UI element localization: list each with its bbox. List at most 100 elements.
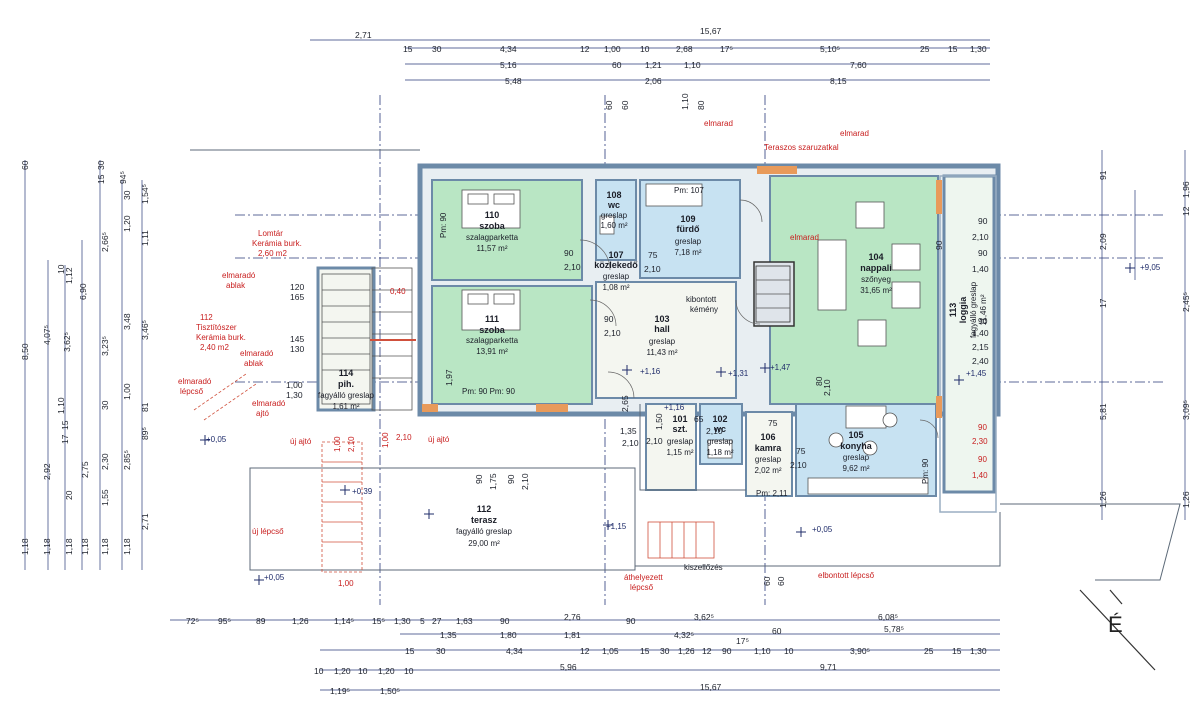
bottom_dims-row1-10-label: 90: [500, 616, 510, 626]
top_dims-row3-0-label: 5,16: [500, 60, 517, 70]
labels-pm107-label: Pm: 107: [674, 186, 704, 195]
notes-lepcso_1-label: elmaradó: [178, 377, 212, 386]
bottom_dims-row3-2-label: 4,34: [506, 646, 523, 656]
labels-lvl_116b-label: +1,16: [664, 403, 685, 412]
openings-w3-label: 90: [604, 314, 614, 324]
right_dims-col1-1-label: 2,09: [1098, 233, 1108, 250]
bottom_dims-row1-2-label: 89: [256, 616, 266, 626]
wood-strip-5: [422, 404, 438, 412]
rooms-7-area-label: 11,46 m²: [979, 294, 988, 325]
right_dims-col3-2-label: 1,26: [1181, 491, 1191, 508]
rooms-4-floor-label: greslap: [603, 272, 630, 281]
bottom_dims-row3-11-label: 10: [784, 646, 794, 656]
bottom_dims-row1-4-label: 1,14⁵: [334, 616, 354, 626]
notes-elmarad_top-label: elmarad: [704, 119, 733, 128]
labels-lvl_147-label: +1,47: [770, 363, 791, 372]
rooms-8-num-label: 114: [339, 368, 354, 378]
top_dims-row2-9-label: 25: [920, 44, 930, 54]
rooms-2-name-label: wc: [607, 200, 620, 210]
openings-w41-label: 1,00: [338, 579, 354, 588]
openings-w37-label: 145: [290, 334, 304, 344]
openings-w9-label: 90: [978, 248, 988, 258]
room-101-fill: [645, 403, 697, 491]
openings-w42-label: 60: [762, 576, 772, 586]
marker-labels: Pm: 90 Pm: 90 Pm: 90 Pm: 107 Pm: 2,11 Pm…: [206, 186, 1161, 582]
openings-w4-label: 2,10: [604, 328, 621, 338]
room-labels: 110 szoba szalagparketta 11,57 m² 111 sz…: [318, 190, 988, 548]
bottom_dims-row4-5-label: 5,96: [560, 662, 577, 672]
bottom_dims-row4-0-label: 10: [314, 666, 324, 676]
openings-w36-label: 165: [290, 292, 304, 302]
openings-w1-label: 90: [564, 248, 574, 258]
rooms-9-area-label: 1,15 m²: [666, 448, 693, 457]
left_dims-col7-2-label: 3,46⁵: [140, 320, 150, 340]
openings-w46-label: 0,40: [390, 287, 406, 296]
openings-w17-label: 90: [978, 455, 987, 464]
openings-w44-label: 2,65: [620, 395, 630, 412]
bottom_dims-row2-4-label: 60: [772, 626, 782, 636]
room-hall-fill: [595, 281, 737, 399]
bottom_dims-row1-13-label: 3,62⁵: [694, 612, 714, 622]
bottom_dims-row1-5-label: 15⁵: [372, 616, 385, 626]
notes-kiszellozes-label: kiszellőzés: [684, 563, 723, 572]
left_dims-col7-3-label: 81: [140, 402, 150, 412]
notes-ablak_1-label: elmaradó: [222, 271, 256, 280]
left_dims-col2-2-label: 1,18: [42, 538, 52, 555]
top_dims-row2-0-label: 15: [403, 44, 413, 54]
bottom-dimension-texts: 72⁵ 95⁵ 89 1,26 1,14⁵ 15⁵ 1,30 5 27 1,63…: [186, 612, 987, 696]
dimension-lines: [24, 39, 1186, 691]
notes-elmarad_living-label: elmarad: [790, 233, 819, 242]
rooms-7-floor-label: fagyálló greslap: [969, 281, 978, 338]
top_dims-row4-1-label: 2,06: [645, 76, 662, 86]
right_dims-col1-2-label: 17: [1098, 298, 1108, 308]
bottom_dims-row1-7-label: 5: [420, 616, 425, 626]
labels-lvl_005b-label: +0,05: [264, 573, 285, 582]
opening-sizes: 90 2,10 90 2,10 75 2,10 90 2,10 90 1,40 …: [286, 216, 989, 588]
right_dims-col2-1-label: 3,09⁵: [1181, 400, 1191, 420]
rooms-12-num-label: 105: [848, 430, 863, 440]
rooms-11-num-label: 106: [760, 432, 775, 442]
openings-w21-label: 1,00: [381, 432, 390, 448]
right_dims-col1-0-label: 91: [1098, 170, 1108, 180]
notes-lomtar_1-label: Lomtár: [258, 229, 283, 238]
bottom_dims-row4-2-label: 10: [358, 666, 368, 676]
rooms-7-name-label: loggia: [958, 296, 968, 323]
rooms-3-area-label: 7,18 m²: [674, 248, 701, 257]
notes-tisztito_2-label: Tisztítószer: [196, 323, 237, 332]
labels-lvl_116-label: +1,16: [640, 367, 661, 376]
openings-w2-label: 2,10: [564, 262, 581, 272]
openings-w31-label: 90: [474, 474, 484, 484]
rooms-10-area-label: 1,18 m²: [706, 448, 733, 457]
right_dims-col1-3-label: 1,26: [1098, 491, 1108, 508]
rooms-3-floor-label: greslap: [675, 237, 702, 246]
notes-athelyezett_1-label: áthelyezett: [624, 573, 663, 582]
rooms-13-area-label: 29,00 m²: [468, 539, 500, 548]
bottom_dims-row4-6-label: 9,71: [820, 662, 837, 672]
openings-w26-label: 2,10: [706, 426, 723, 436]
bottom_dims-row4-4-label: 10: [404, 666, 414, 676]
rooms-5-name-label: hall: [654, 324, 670, 334]
top_dims-row2-10-label: 15: [948, 44, 958, 54]
notes-elmarad_right-label: elmarad: [840, 129, 869, 138]
terrace-outline: [190, 149, 1181, 581]
openings-w45-label: 1,97: [444, 369, 454, 386]
door-swing-icon: [579, 199, 939, 439]
notes-tisztito_4-label: 2,40 m2: [200, 343, 229, 352]
openings-w29-label: 1,35: [620, 426, 637, 436]
wood-strip-3: [757, 166, 797, 174]
left_dims-col3-4-label: 15: [60, 420, 70, 430]
openings-w43-label: 60: [776, 576, 786, 586]
left_dims-col5-1-label: 15: [96, 174, 106, 184]
notes-ajto_2-label: ajtó: [256, 409, 269, 418]
top-dimension-texts: 2,71 15,67 15 30 4,34 12 1,00 10 2,68 17…: [355, 26, 987, 110]
furniture-icon: [461, 183, 929, 495]
left_dims-col6-0-label: 30: [122, 190, 132, 200]
rooms-7-num-label: 113: [948, 303, 958, 318]
openings-w25-label: 65: [694, 414, 704, 424]
left_dims-col3-2-label: 1,12: [64, 267, 74, 284]
rooms-10-num-label: 102: [712, 414, 727, 424]
rooms-11-name-label: kamra: [755, 443, 783, 453]
bottom_dims-row1-12-label: 90: [626, 616, 636, 626]
bottom_dims-row5-1-label: 1,50⁵: [380, 686, 400, 696]
rooms-5-area-label: 11,43 m²: [647, 348, 678, 357]
